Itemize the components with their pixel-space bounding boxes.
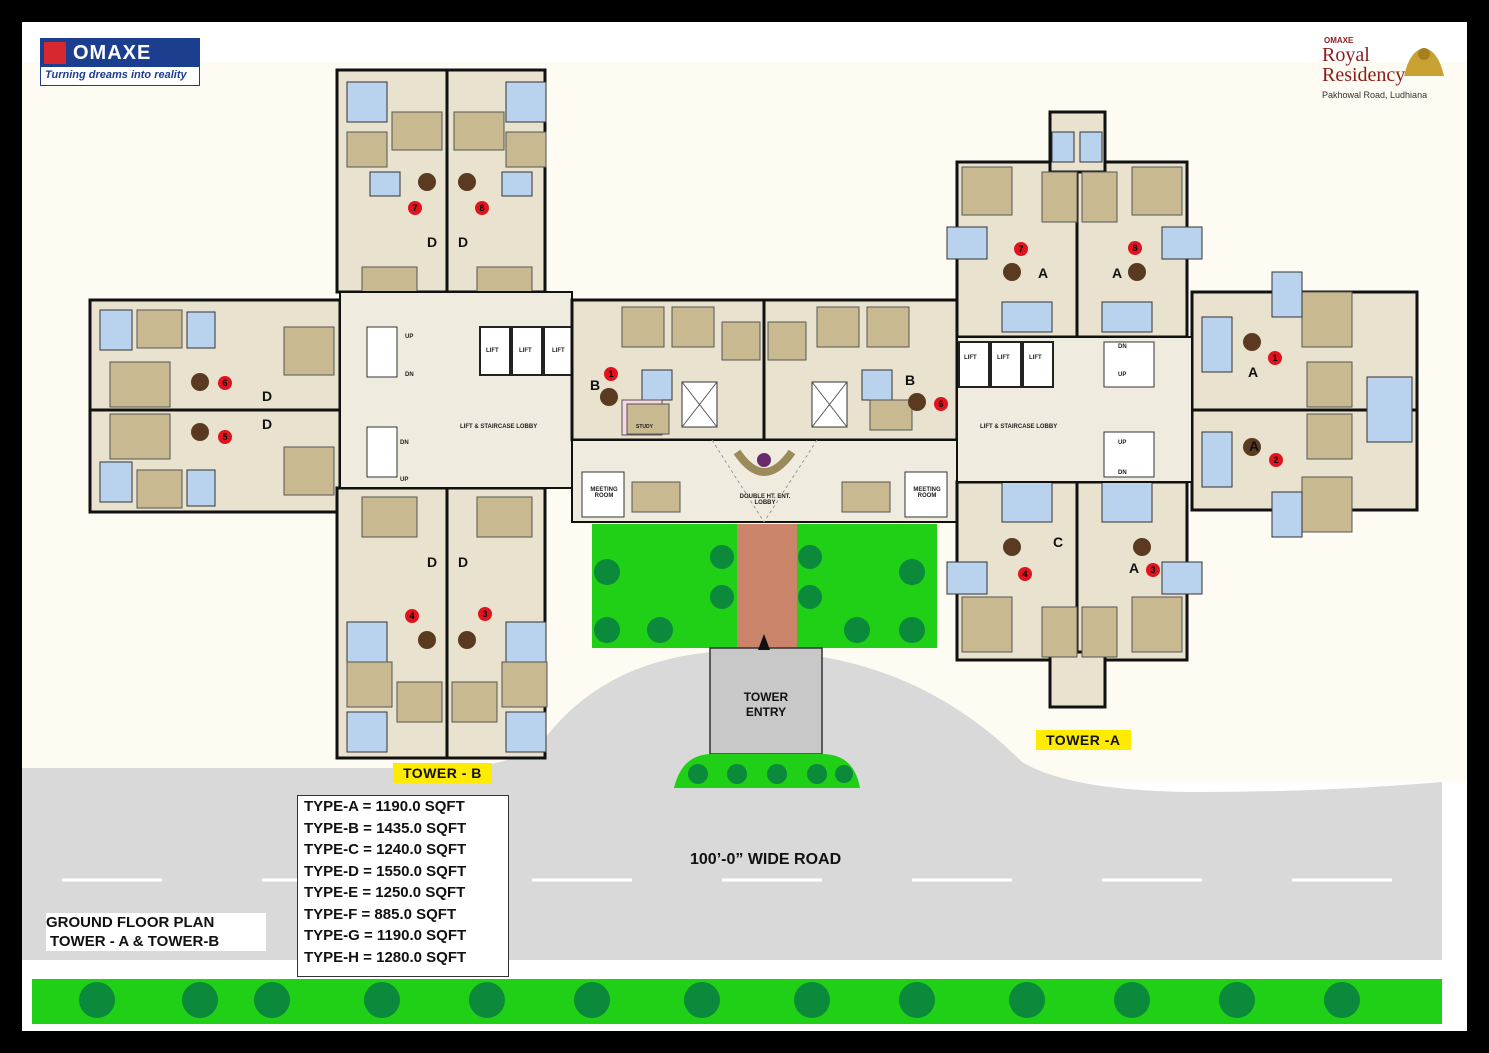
unit-marker: 1 — [1268, 351, 1282, 365]
unit-marker: 8 — [1128, 241, 1142, 255]
type-row: TYPE-F = 885.0 SQFT — [304, 905, 457, 923]
unit-marker: 2 — [1269, 453, 1283, 467]
type-row: TYPE-A = 1190.0 SQFT — [304, 798, 465, 815]
unit-type-letter: A — [1249, 438, 1260, 454]
unit-type-letter: A — [1248, 364, 1259, 380]
plan-title: GROUND FLOOR PLAN — [46, 914, 215, 931]
stair-up-label: UP — [1118, 372, 1127, 378]
unit-marker: 7 — [1014, 242, 1028, 256]
unit-type-letter: D — [262, 388, 273, 404]
royal-residency-logo: OMAXE Royal Residency Pakhowal Road, Lud… — [1304, 36, 1454, 106]
tower-entry-canopy — [709, 647, 823, 755]
plan-subtitle: TOWER - A & TOWER-B — [50, 933, 220, 950]
tower-a-building — [946, 110, 1419, 709]
unit-type-letter: C — [1053, 534, 1064, 550]
unit-marker: 6 — [218, 376, 232, 390]
lion-crest-icon — [1404, 48, 1444, 76]
unit-marker: 3 — [478, 607, 492, 621]
stair-up-label: UP — [400, 477, 409, 483]
stair-up-label: UP — [405, 334, 414, 340]
meeting-room-label: ROOM — [917, 493, 937, 499]
type-row: TYPE-G = 1190.0 SQFT — [304, 927, 467, 944]
site-plan-drawing — [22, 62, 1467, 1024]
lift-label: LIFT — [519, 348, 532, 354]
unit-marker: 5 — [218, 430, 232, 444]
palm-trees-row — [79, 982, 1360, 1018]
unit-type-letter: D — [427, 554, 438, 570]
type-row: TYPE-H = 1280.0 SQFT — [304, 948, 467, 966]
brand-name: OMAXE — [1324, 36, 1354, 45]
meeting-room-label: MEETING — [913, 487, 941, 493]
central-block — [570, 298, 959, 523]
unit-type-letter: D — [458, 234, 469, 250]
unit-type-letter: A — [1038, 265, 1049, 281]
entry-arrow — [758, 634, 770, 650]
meeting-room-label: ROOM — [594, 493, 614, 499]
unit-type-letter: B — [590, 377, 601, 393]
road-label: 100’-0” WIDE ROAD — [690, 851, 842, 868]
tower-a-tag: TOWER -A — [1036, 730, 1131, 750]
plan-title-block: GROUND FLOOR PLAN TOWER - A & TOWER-B — [46, 913, 266, 951]
logo-square-icon — [44, 42, 66, 64]
unit-type-letter: A — [1112, 265, 1123, 281]
floor-plan-paper: OMAXE Turning dreams into reality OMAXE … — [22, 22, 1467, 1031]
unit-marker: 7 — [408, 201, 422, 215]
logo-tagline: Turning dreams into reality — [45, 69, 187, 81]
entry-path — [737, 524, 797, 648]
meeting-room-label: MEETING — [590, 487, 618, 493]
lobby-label-tower-a: LIFT & STAIRCASE LOBBY — [980, 424, 1058, 430]
stair-down-label: DN — [400, 440, 409, 446]
lift-label: LIFT — [486, 348, 499, 354]
lawn-palms — [594, 545, 925, 643]
study-label: STUDY — [636, 424, 653, 430]
unit-marker: 3 — [1146, 563, 1160, 577]
tower-b-tag: TOWER - B — [393, 763, 492, 783]
unit-marker: 4 — [1018, 567, 1032, 581]
tower-entry-line1: TOWER — [743, 690, 789, 704]
lift-label: LIFT — [997, 355, 1010, 361]
tower-b-building — [88, 68, 575, 760]
project-name-line2: Residency — [1322, 64, 1406, 86]
unit-type-letter: D — [262, 416, 273, 432]
stair-down-label: DN — [1118, 470, 1127, 476]
lobby-label-tower-b: LIFT & STAIRCASE LOBBY — [460, 424, 538, 430]
omaxe-logo: OMAXE Turning dreams into reality — [40, 38, 200, 86]
unit-area-table: TYPE-A = 1190.0 SQFT TYPE-B = 1435.0 SQF… — [297, 795, 509, 977]
unit-marker: 4 — [405, 609, 419, 623]
type-row: TYPE-E = 1250.0 SQFT — [304, 884, 466, 901]
logo-name: OMAXE — [73, 42, 152, 64]
lift-label: LIFT — [552, 348, 565, 354]
type-row: TYPE-D = 1550.0 SQFT — [304, 862, 467, 880]
project-location: Pakhowal Road, Ludhiana — [1322, 90, 1428, 100]
dining-tables — [191, 173, 1261, 649]
double-lobby-label: LOBBY — [754, 500, 776, 506]
unit-marker: 8 — [475, 201, 489, 215]
unit-type-letter: A — [1129, 560, 1140, 576]
type-row: TYPE-C = 1240.0 SQFT — [304, 841, 467, 858]
unit-marker: 6 — [934, 397, 948, 411]
stair-down-label: DN — [1118, 344, 1127, 350]
type-row: TYPE-B = 1435.0 SQFT — [304, 819, 467, 837]
stair-up-label: UP — [1118, 440, 1127, 446]
lift-label: LIFT — [964, 355, 977, 361]
double-lobby-label: DOUBLE HT. ENT. — [739, 494, 791, 500]
unit-marker: 1 — [604, 367, 618, 381]
unit-type-letter: D — [427, 234, 438, 250]
unit-type-letter: D — [458, 554, 469, 570]
tower-entry-line2: ENTRY — [745, 705, 787, 719]
tower-entry-label: TOWER ENTRY — [710, 690, 822, 720]
lift-label: LIFT — [1029, 355, 1042, 361]
project-name-line1: Royal — [1322, 44, 1370, 66]
stair-down-label: DN — [405, 372, 414, 378]
unit-type-letter: B — [905, 372, 916, 388]
